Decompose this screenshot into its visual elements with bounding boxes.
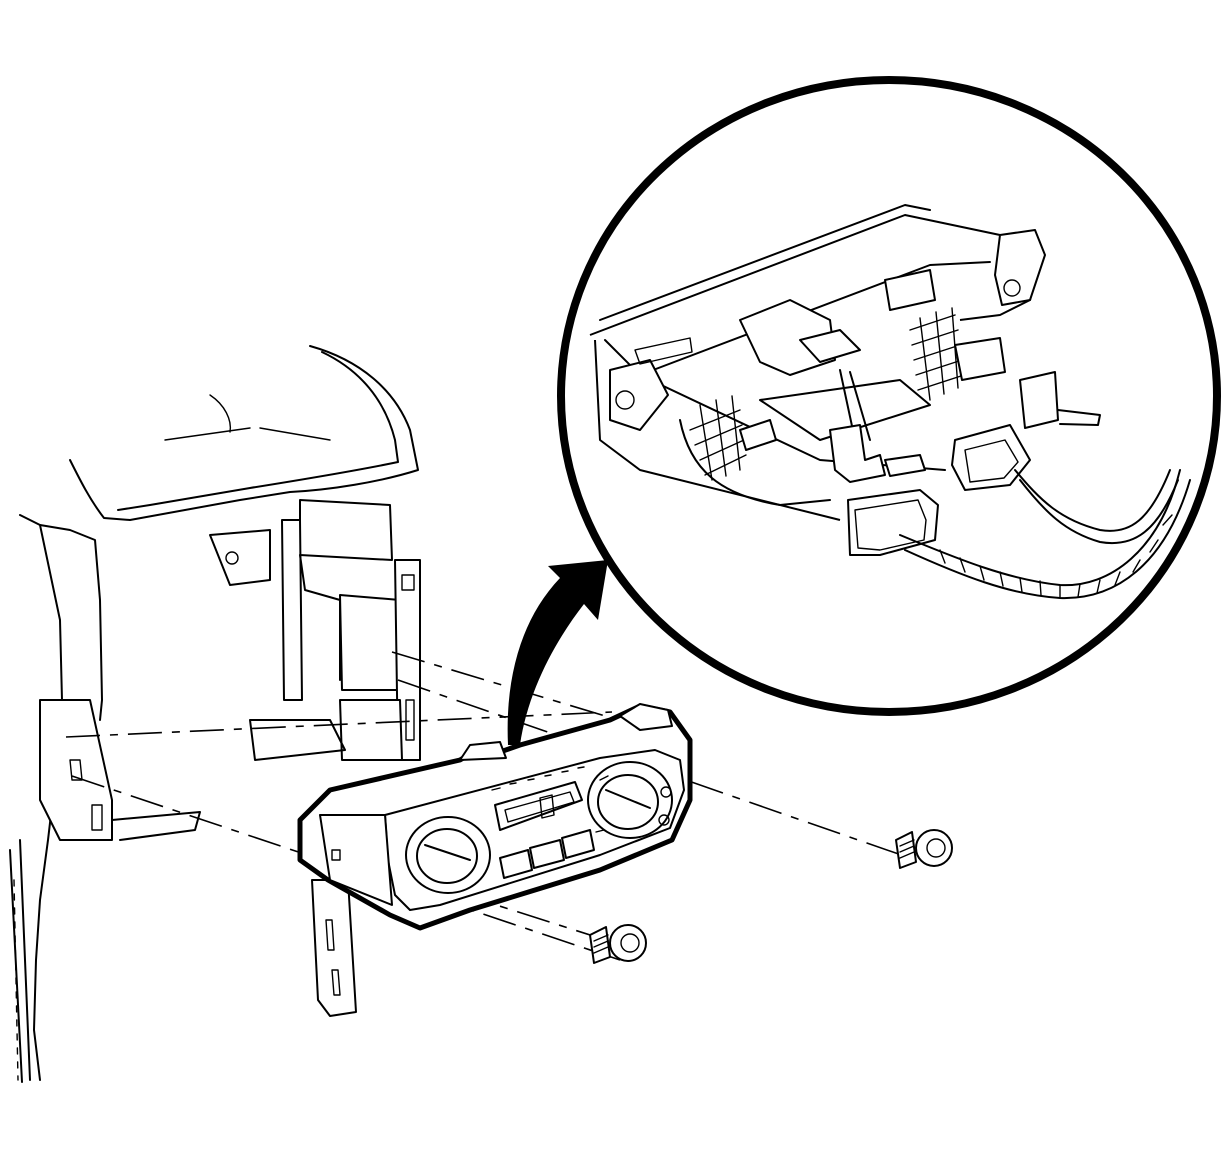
detail-magnifier — [557, 76, 1221, 716]
hvac-control-rear-view — [589, 204, 1101, 521]
mounting-bolt — [895, 829, 953, 869]
detail-arrow — [507, 560, 608, 745]
instrument-panel-carrier — [9, 345, 421, 1083]
wiring-harness-connector — [847, 424, 1191, 600]
mounting-bolt — [589, 924, 647, 964]
hvac-control-assembly — [297, 703, 693, 931]
